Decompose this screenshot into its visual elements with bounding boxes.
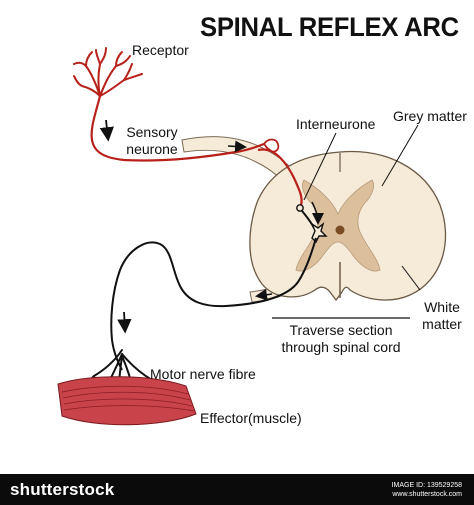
interneurone-leader-line <box>303 132 337 201</box>
traverse-section-label: Traverse section through spinal cord <box>256 322 426 356</box>
white-matter-label: White matter <box>414 299 470 333</box>
motor-nerve-fibre-label: Motor nerve fibre <box>150 366 256 382</box>
effector-muscle <box>57 376 197 426</box>
grey-matter-leader-line <box>381 124 419 187</box>
sensory-label-line1: Sensory <box>126 124 178 140</box>
root-direction-arrow <box>227 140 247 153</box>
dorsal-root-ganglion <box>262 138 280 153</box>
image-id-block: IMAGE ID: 139529258 www.shutterstock.com <box>392 481 462 499</box>
white-label-line2: matter <box>422 316 462 332</box>
white-label-line1: White <box>424 299 460 315</box>
sensory-direction-arrow <box>99 119 114 142</box>
interneurone-direction-arrow <box>311 201 324 225</box>
shutterstock-logo: shutterstock <box>10 480 114 500</box>
diagram-title: SPINAL REFLEX ARC <box>200 12 459 42</box>
sensory-label-line2: neurone <box>126 141 178 157</box>
spinal-cord-grey-matter <box>295 179 381 272</box>
traverse-label-line2: through spinal cord <box>281 339 401 355</box>
central-canal <box>335 225 345 235</box>
motor-fibre-direction-arrow <box>117 311 132 334</box>
interneurone-synapse <box>296 204 304 212</box>
interneurone-label: Interneurone <box>296 116 376 132</box>
receptor-label: Receptor <box>132 42 189 58</box>
motor-neurone-cell-body <box>310 222 328 244</box>
footer-bar: shutterstock IMAGE ID: 139529258 www.shu… <box>0 474 474 505</box>
image-id-text: IMAGE ID: 139529258 <box>391 482 462 489</box>
traverse-label-line1: Traverse section <box>289 322 393 338</box>
logo-text: shutterstock <box>10 480 115 499</box>
sensory-neurone-branch <box>257 148 303 209</box>
spinal-reflex-arc-diagram <box>57 47 447 426</box>
receptor-branches <box>73 47 143 97</box>
grey-matter-label: Grey matter <box>393 108 467 124</box>
sensory-neurone-label: Sensory neurone <box>120 124 184 158</box>
motor-direction-arrow <box>255 288 273 301</box>
white-matter-leader-line <box>401 265 421 291</box>
motor-neurone-fibre <box>110 237 317 371</box>
effector-label: Effector(muscle) <box>200 410 302 426</box>
site-url-text: www.shutterstock.com <box>392 491 462 498</box>
